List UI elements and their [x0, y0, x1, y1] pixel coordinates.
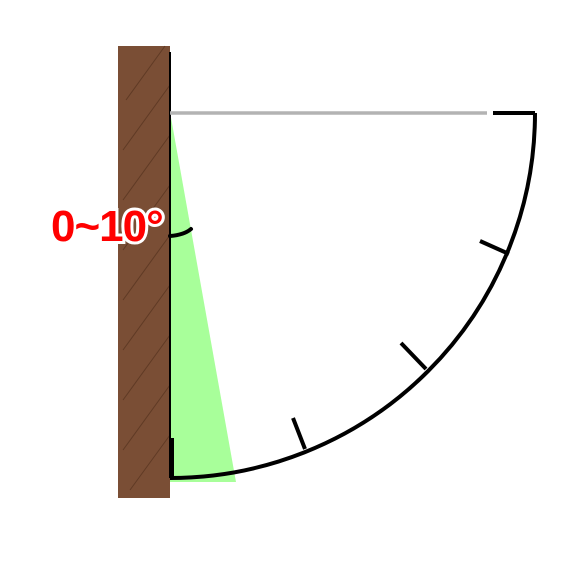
wall — [118, 46, 170, 498]
arc-tick-2 — [399, 341, 428, 371]
arc-ticks — [291, 239, 510, 450]
arc-tick-3 — [291, 417, 307, 450]
angle-arc-marker — [168, 227, 193, 238]
quarter-arc — [169, 112, 537, 480]
angle-range-label: 0~10° — [51, 202, 163, 251]
arc-tick-1 — [479, 239, 510, 256]
wall-hatching — [122, 45, 171, 491]
range-wedge — [170, 112, 236, 482]
